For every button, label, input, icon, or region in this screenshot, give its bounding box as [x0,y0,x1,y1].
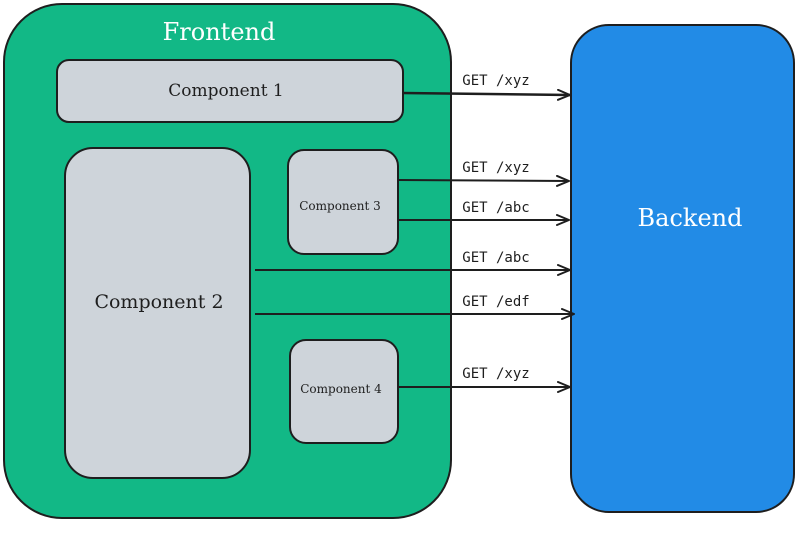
component-1-box [56,59,404,123]
arrow-component-3-get-xyz: GET /xyz [397,160,570,187]
component-2-label: Component 2 [94,291,223,313]
component-3-label: Component 3 [299,199,381,213]
component-4-box [289,339,399,444]
arrow-component-2-get-abc: GET /abc [255,250,571,276]
backend-title: Backend [638,204,743,232]
component-3: Component 3 [287,149,399,255]
component-4-label: Component 4 [300,382,382,396]
arrow-label: GET /abc [462,200,529,216]
arrow-line [402,88,571,101]
component-1: Component 1 [56,59,404,123]
arrow-component-3-get-abc: GET /abc [398,200,570,226]
arrow-component-2-get-edf: GET /edf [255,294,575,320]
request-arrows: GET /xyz GET /xyz GET /abc GET /abc GET … [255,73,575,393]
frontend-title: Frontend [163,18,276,46]
component-2: Component 2 [64,147,251,479]
arrow-label: GET /edf [462,294,529,310]
arrow-label: GET /abc [462,250,529,266]
backend-box-shape [570,24,795,513]
arrow-component-1-get-xyz: GET /xyz [402,73,571,101]
backend-box: Backend [570,24,795,513]
component-2-box [64,147,251,479]
component-3-box [287,149,399,255]
arrow-label: GET /xyz [462,366,529,382]
component-4: Component 4 [289,339,399,444]
arrow-label: GET /xyz [462,160,529,176]
component-1-label: Component 1 [168,81,284,101]
arrow-label: GET /xyz [462,73,529,89]
arrow-component-4-get-xyz: GET /xyz [398,366,571,393]
arrow-line [397,174,570,187]
